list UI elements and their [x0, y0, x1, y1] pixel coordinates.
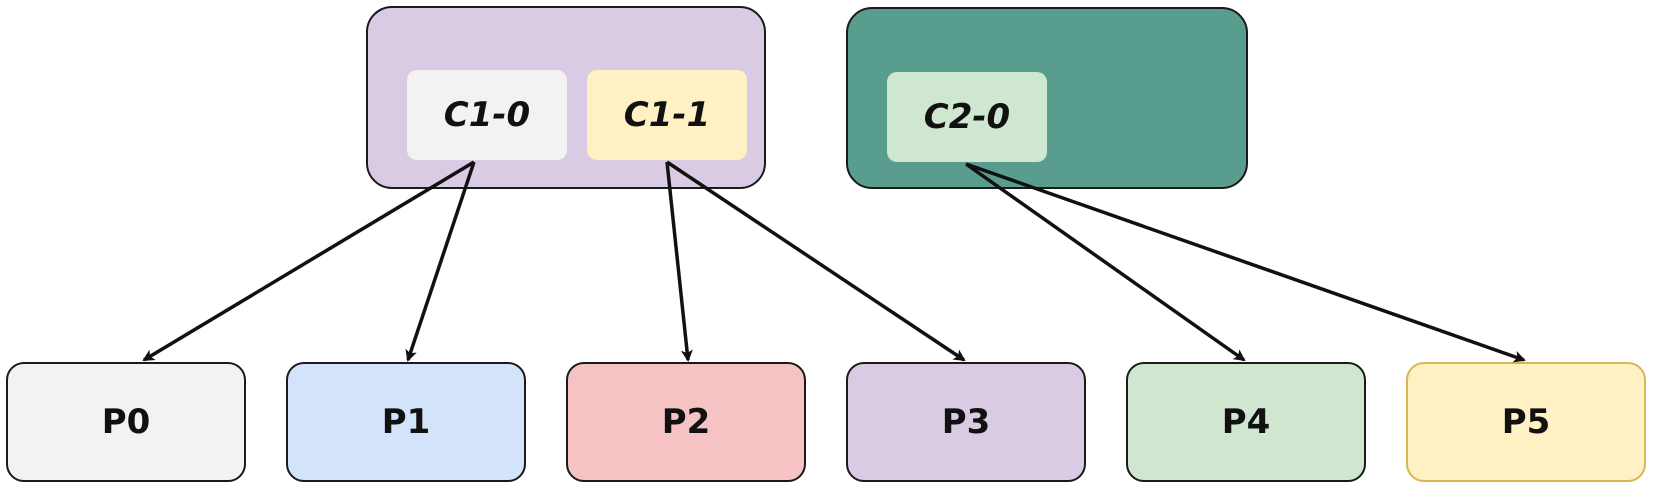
arrow-c2-0-to-p4 — [964, 162, 1246, 362]
partition-p1: P1 — [286, 362, 526, 482]
partition-p0: P0 — [6, 362, 246, 482]
partition-p3: P3 — [846, 362, 1086, 482]
partition-p5: P5 — [1406, 362, 1646, 482]
consumer-c1-1: C1-1 — [587, 70, 747, 160]
arrow-c1-0-to-p0 — [142, 160, 475, 362]
arrow-c2-0-to-p5 — [965, 162, 1526, 363]
consumer-c1-0: C1-0 — [407, 70, 567, 160]
arrow-c1-1-to-p2 — [665, 161, 693, 362]
partition-p4: P4 — [1126, 362, 1366, 482]
consumer-c2-0: C2-0 — [887, 72, 1047, 162]
arrow-c1-0-to-p1 — [405, 161, 476, 362]
partition-p2: P2 — [566, 362, 806, 482]
arrow-c1-1-to-p3 — [666, 160, 966, 362]
